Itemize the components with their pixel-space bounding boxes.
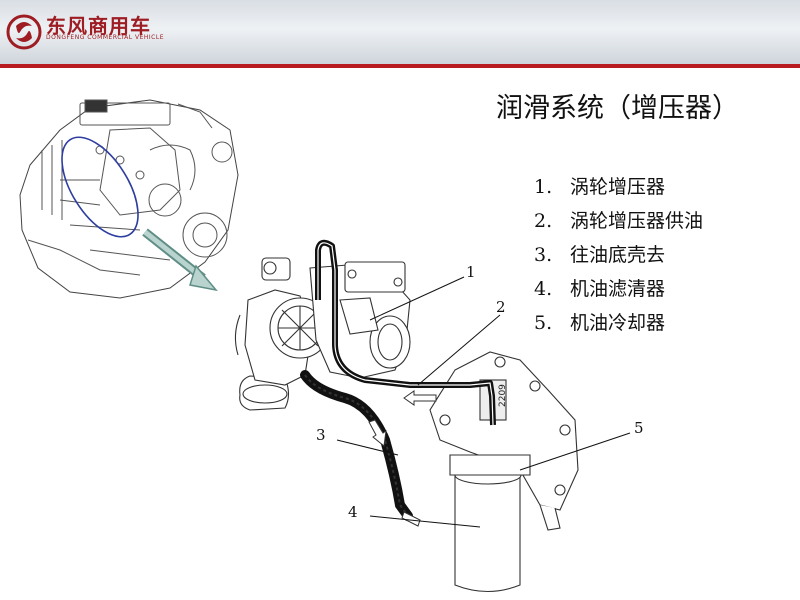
legend-label: 机油滤清器: [570, 278, 666, 300]
legend-label: 涡轮增压器: [570, 176, 666, 198]
header-bar: [0, 0, 800, 64]
brand-tagline: DONGFENG COMMERCIAL VEHICLE: [46, 34, 165, 41]
leader-lines: [336, 276, 631, 528]
page-title: 润滑系统（增压器）: [496, 93, 739, 124]
oil-filter-drawing: [449, 454, 531, 592]
header-accent-rule: [0, 64, 800, 68]
legend-item: 4. 机油滤清器: [534, 272, 703, 306]
lubrication-diagram: 2209 1 2 3 4 5: [19, 99, 644, 592]
oil-return-line: [300, 370, 413, 521]
legend-number: 5.: [534, 312, 553, 334]
parts-legend: 1. 涡轮增压器 2. 涡轮增压器供油 3. 往油底壳去 4. 机油滤清器 5. 机油冷却…: [534, 170, 703, 340]
callout-2: 2: [496, 298, 506, 316]
legend-number: 1.: [534, 176, 553, 198]
callout-3: 3: [316, 426, 326, 444]
flow-arrow-icon: [403, 390, 437, 406]
part-marking: 2209: [498, 384, 508, 407]
legend-number: 2.: [534, 210, 553, 232]
legend-number: 3.: [534, 244, 553, 266]
callout-5: 5: [634, 419, 644, 437]
legend-item: 1. 涡轮增压器: [534, 170, 703, 204]
legend-label: 涡轮增压器供油: [570, 210, 704, 232]
highlight-ellipse: [61, 136, 139, 238]
legend-item: 5. 机油冷却器: [534, 306, 703, 340]
legend-label: 往油底壳去: [570, 244, 666, 266]
callout-4: 4: [348, 503, 358, 521]
brand-name: 东风商用车: [46, 14, 151, 38]
legend-item: 2. 涡轮增压器供油: [534, 204, 703, 238]
flow-arrow-icon: [368, 419, 387, 447]
legend-item: 3. 往油底壳去: [534, 238, 703, 272]
engine-overview-drawing: [19, 99, 239, 299]
dongfeng-swirl-icon: [6, 14, 42, 50]
zoom-arrow-icon: [142, 228, 218, 292]
callout-1: 1: [466, 263, 476, 281]
legend-label: 机油冷却器: [570, 312, 666, 334]
brand-logo: [6, 12, 42, 52]
legend-number: 4.: [534, 278, 553, 300]
